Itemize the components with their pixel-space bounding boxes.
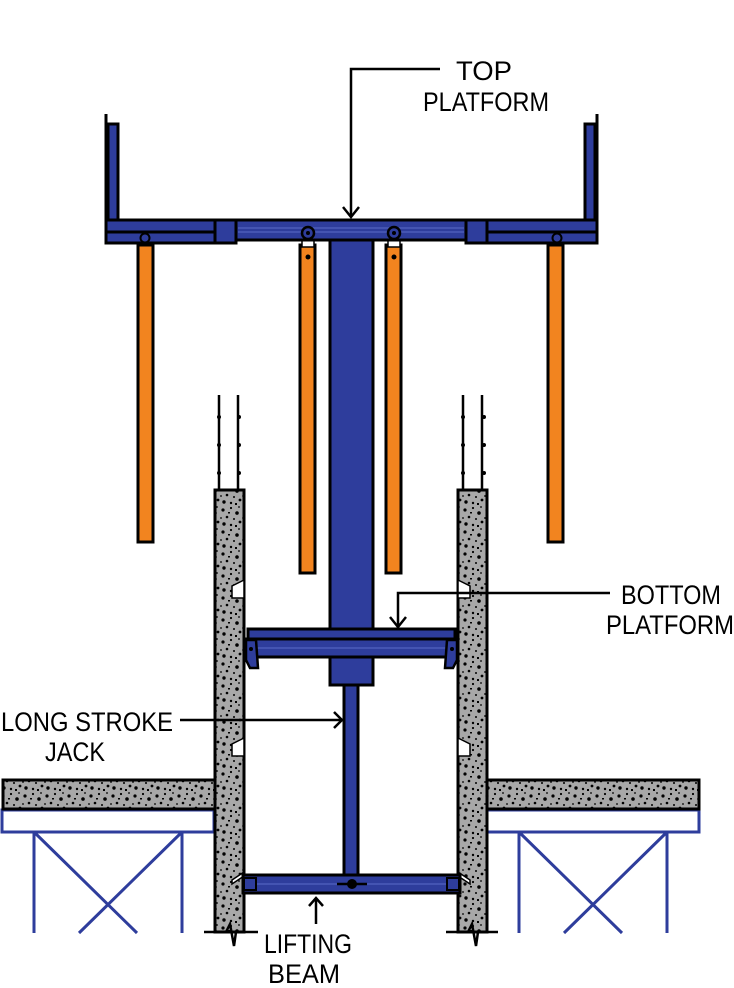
leader-bottom-platform (389, 591, 610, 630)
hanger-rod-2 (298, 243, 317, 575)
hanger-rods (136, 239, 565, 575)
leader-top-platform (342, 67, 440, 220)
top-platform (104, 114, 599, 245)
svg-text:TOP: TOP (456, 56, 512, 86)
svg-text:PLATFORM: PLATFORM (423, 87, 549, 117)
central-column (328, 238, 375, 687)
rebar-left (217, 395, 241, 490)
hanger-rod-1 (136, 243, 155, 544)
hanger-rod-3 (384, 243, 403, 575)
svg-text:LONG STROKE: LONG STROKE (1, 707, 173, 737)
label-bottom-platform: BOTTOM PLATFORM (606, 580, 734, 640)
label-top-platform: TOP PLATFORM (423, 56, 549, 117)
leader-long-stroke-jack (180, 711, 344, 729)
lifting-beam (241, 873, 462, 895)
bottom-platform (244, 627, 459, 670)
floor-slab-right (485, 778, 701, 811)
label-long-stroke-jack: LONG STROKE JACK (1, 707, 173, 767)
hanger-rod-4 (546, 243, 565, 544)
svg-text:PLATFORM: PLATFORM (606, 610, 734, 640)
leader-lifting-beam (308, 896, 324, 924)
svg-text:BEAM: BEAM (268, 959, 340, 988)
svg-text:JACK: JACK (45, 737, 105, 767)
long-stroke-jack (342, 683, 360, 879)
scaffold-right (485, 808, 701, 935)
label-lifting-beam: LIFTING BEAM (264, 929, 352, 988)
rebar-right (461, 395, 486, 490)
wall-right (446, 488, 498, 947)
floor-slab-left (1, 778, 217, 811)
scaffold-left (0, 808, 216, 935)
svg-text:BOTTOM: BOTTOM (621, 580, 721, 610)
wall-left (204, 488, 258, 947)
svg-text:LIFTING: LIFTING (264, 929, 352, 959)
